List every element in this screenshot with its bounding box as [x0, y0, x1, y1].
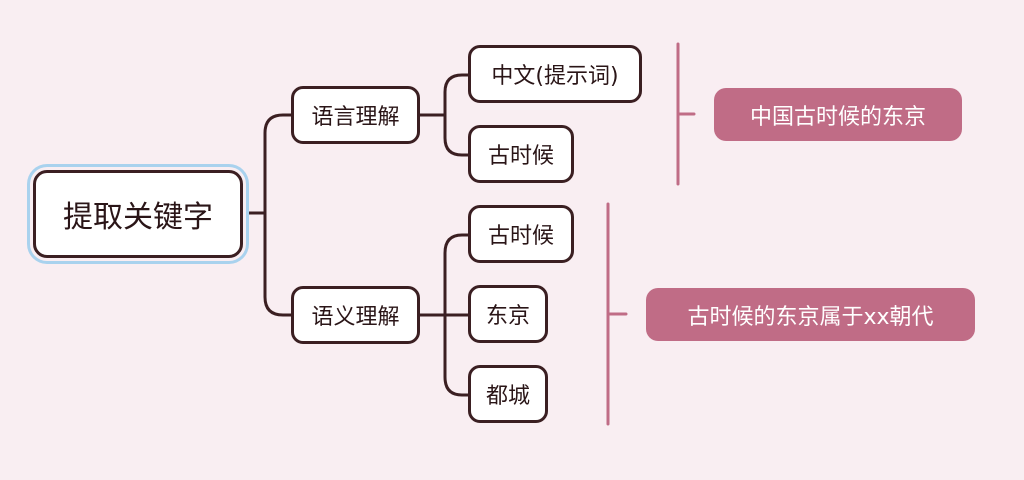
connector-root-branches [241, 113, 293, 317]
connector-branch2-children [418, 233, 472, 397]
leaf-node-capital-city[interactable]: 都城 [468, 365, 548, 423]
branch-node-language-understanding[interactable]: 语言理解 [291, 86, 420, 144]
leaf-node-chinese-prompt[interactable]: 中文(提示词) [468, 45, 642, 103]
summary-bracket-2 [606, 202, 628, 426]
leaf-node-ancient-times-1[interactable]: 古时候 [468, 125, 574, 183]
summary-ancient-tokyo-dynasty[interactable]: 古时候的东京属于xx朝代 [646, 288, 975, 341]
summary-ancient-tokyo-china[interactable]: 中国古时候的东京 [714, 88, 962, 141]
connector-branch1-children [418, 73, 472, 157]
leaf-node-ancient-times-2[interactable]: 古时候 [468, 205, 574, 263]
leaf-node-tokyo[interactable]: 东京 [468, 285, 548, 343]
summary-bracket-1 [676, 42, 696, 186]
branch-node-semantic-understanding[interactable]: 语义理解 [291, 286, 420, 344]
root-node[interactable]: 提取关键字 [33, 170, 243, 258]
